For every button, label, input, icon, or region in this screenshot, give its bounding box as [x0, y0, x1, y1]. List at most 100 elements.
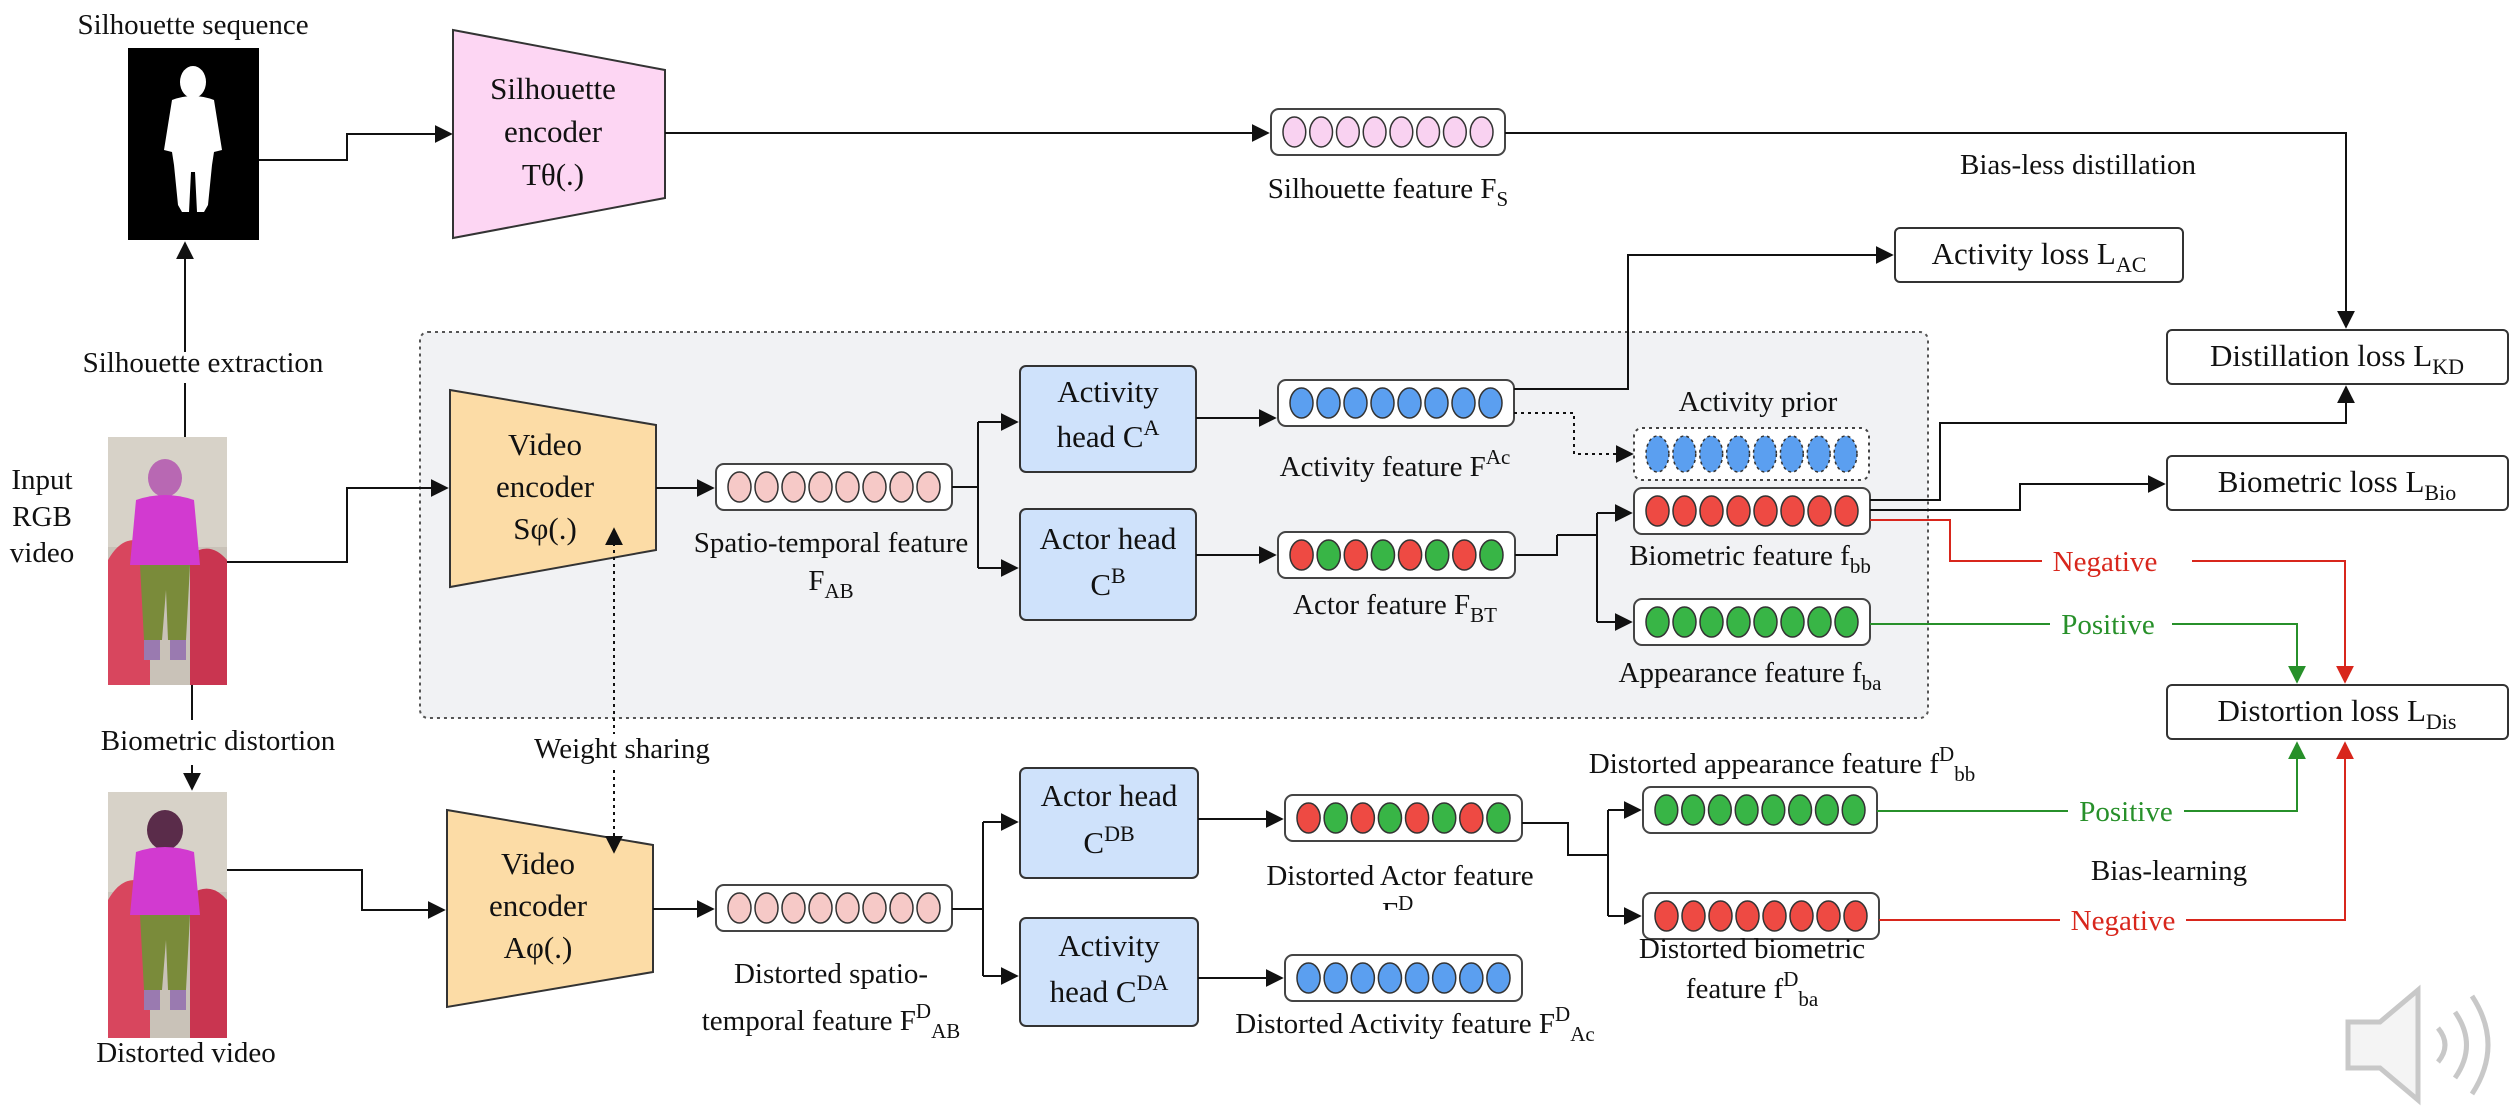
feature-element	[1350, 962, 1376, 994]
feature-element	[1486, 962, 1511, 994]
feature-element	[862, 892, 887, 924]
feature-element	[1397, 539, 1423, 571]
feature-element	[1735, 900, 1760, 932]
feature-element	[1404, 962, 1430, 994]
feature-element	[1645, 435, 1670, 473]
d-activity-feature-label: Distorted Activity feature FDAc	[1235, 1002, 1594, 1046]
weight-sharing-label: Weight sharing	[534, 733, 710, 765]
feature-element	[1316, 539, 1341, 571]
black-connectors	[176, 124, 2355, 987]
feature-element	[1459, 802, 1484, 834]
feature-element	[1350, 802, 1376, 834]
feature-element	[1753, 495, 1778, 527]
feature-element	[1816, 900, 1841, 932]
d-activity-head-line2: head CDA	[1050, 970, 1169, 1009]
feature-element	[1459, 962, 1484, 994]
dst-feature-line1: Distorted spatio-	[734, 958, 928, 990]
input-video-image	[108, 437, 227, 685]
input-label-3: video	[10, 537, 74, 569]
feature-element	[1645, 495, 1670, 527]
feature-element	[1806, 435, 1831, 473]
video-encoder-line3: Sφ(.)	[513, 511, 577, 546]
positive-label-bottom: Positive	[2079, 796, 2172, 828]
d-actor-head-line2: CDB	[1083, 821, 1134, 860]
silhouette-encoder-line3: Tθ(.)	[522, 157, 584, 192]
activity-head-line2: head CA	[1057, 415, 1160, 454]
distorted-actor-feature-vector	[1284, 794, 1523, 842]
activity-prior-vector	[1633, 427, 1870, 481]
feature-element	[1452, 539, 1477, 571]
distorted-appearance-feature-vector	[1642, 786, 1878, 834]
dotted-connectors	[605, 412, 1634, 854]
distorted-video-encoder-block	[446, 808, 654, 1009]
silhouette-image	[128, 48, 259, 240]
feature-element	[1389, 116, 1414, 148]
feature-element	[1323, 962, 1348, 994]
silhouette-encoder-line2: encoder	[504, 114, 603, 149]
actor-head-box	[1019, 508, 1197, 621]
feature-element	[754, 471, 779, 503]
biometric-feature-vector	[1633, 487, 1871, 535]
silhouette-feature-vector	[1270, 108, 1506, 156]
feature-element	[1309, 116, 1334, 148]
distortion-loss-box	[2166, 684, 2509, 740]
feature-element	[1699, 435, 1724, 473]
activity-loss-box	[1894, 227, 2184, 283]
feature-element	[1807, 495, 1832, 527]
dst-feature-line2: temporal feature FDAB	[702, 999, 961, 1043]
appearance-feature-label: Appearance feature fba	[1619, 657, 1883, 695]
feature-element	[1486, 802, 1511, 834]
distorted-activity-head-box	[1019, 917, 1199, 1027]
feature-element	[1681, 900, 1706, 932]
feature-element	[808, 471, 833, 503]
st-feature-line1: Spatio-temporal feature	[694, 527, 969, 559]
feature-element	[889, 892, 914, 924]
distorted-video-image	[108, 792, 227, 1038]
negative-label-bottom: Negative	[2071, 905, 2176, 937]
biometric-loss-label: Biometric loss LBio	[2218, 464, 2456, 505]
feature-element	[1789, 900, 1814, 932]
feature-element	[1442, 116, 1467, 148]
feature-element	[1752, 435, 1778, 473]
actor-feature-label: Actor feature FBT	[1293, 589, 1497, 627]
feature-element	[1479, 539, 1504, 571]
feature-element	[1323, 802, 1348, 834]
feature-vector-frame	[1284, 794, 1523, 842]
feature-element	[1451, 387, 1476, 419]
feature-element	[1725, 435, 1751, 473]
bias-less-distillation-label: Bias-less distillation	[1960, 149, 2197, 181]
feature-element	[1834, 606, 1859, 638]
feature-element	[1469, 116, 1494, 148]
feature-element	[1424, 387, 1449, 419]
distillation-loss-box	[2166, 329, 2509, 385]
feature-element	[916, 892, 941, 924]
silhouette-feature-label: Silhouette feature FS	[1268, 173, 1508, 211]
feature-element	[1681, 794, 1706, 826]
input-label-2: RGB	[12, 501, 72, 533]
silhouette-encoder-line1: Silhouette	[490, 71, 616, 106]
feature-element	[1377, 962, 1403, 994]
feature-element	[1654, 794, 1679, 826]
distorted-biometric-feature-vector	[1642, 892, 1880, 940]
feature-element	[1377, 802, 1403, 834]
feature-element	[1431, 962, 1457, 994]
d-actor-feature-line2-clip: FD	[1382, 891, 1413, 910]
distillation-loss-label: Distillation loss LKD	[2210, 338, 2464, 379]
video-encoder-block	[449, 388, 657, 589]
activity-prior-label: Activity prior	[1679, 386, 1838, 418]
distorted-activity-feature-vector	[1284, 954, 1523, 1002]
bias-learning-label: Bias-learning	[2091, 855, 2247, 887]
feature-vector-frame	[1277, 379, 1515, 427]
feature-element	[781, 892, 806, 924]
activity-feature-vector	[1277, 379, 1515, 427]
feature-element	[1807, 606, 1832, 638]
distorted-encoder-line2: encoder	[489, 888, 588, 923]
feature-element	[1404, 802, 1430, 834]
feature-element	[835, 471, 860, 503]
feature-element	[1343, 387, 1368, 419]
feature-element	[1780, 495, 1805, 527]
speaker-icon[interactable]	[2345, 984, 2491, 1106]
d-appearance-feature-label: Distorted appearance feature fDbb	[1589, 742, 1975, 786]
silhouette-sequence-label: Silhouette sequence	[77, 9, 308, 41]
